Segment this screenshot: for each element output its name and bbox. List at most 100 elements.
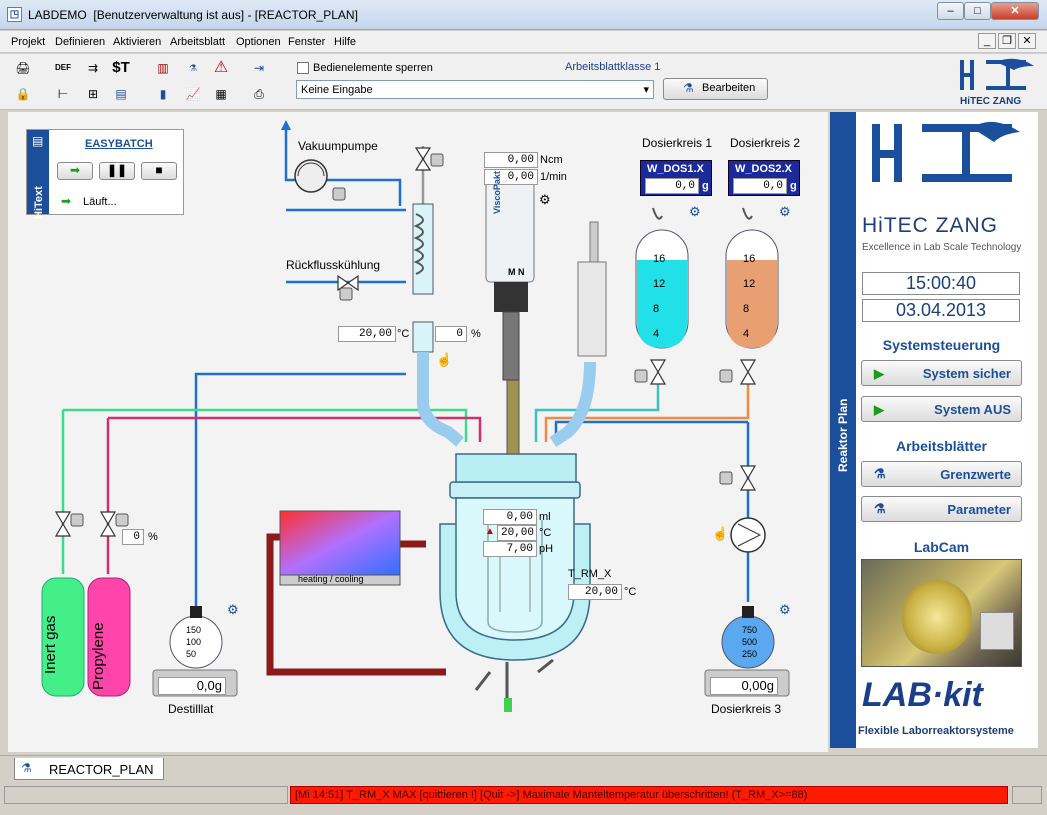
title-bar: ◳ LABDEMO [Benutzerverwaltung ist aus] -… bbox=[0, 0, 1047, 30]
toolbar: 🖨 🔒 DEF ⇉ $T ⊢ ⊞ ▤ ▥ ⚗ ⚠ ▮ 📈 ▦ ⇥ ⎙ Bedie… bbox=[0, 54, 1047, 110]
mdi-minimize-button[interactable]: _ bbox=[978, 33, 996, 49]
dosing-icon[interactable]: ▮ bbox=[159, 87, 167, 101]
warning-icon[interactable]: ⚠ bbox=[213, 59, 229, 76]
recorder-icon[interactable]: ▥ bbox=[157, 61, 169, 75]
vacuum-outlet-arrow bbox=[281, 120, 291, 130]
hitec-logo-small: HiTEC ZANG bbox=[956, 56, 1036, 108]
tab-reactor-plan[interactable]: ⚗ REACTOR_PLAN bbox=[14, 758, 164, 780]
labcam-vessel bbox=[902, 580, 972, 654]
maximize-button[interactable]: □ bbox=[964, 2, 991, 20]
propylene-status-icon bbox=[115, 513, 129, 527]
reflux-cooling-label: Rückflusskühlung bbox=[286, 258, 381, 272]
edit-button[interactable]: Bearbeiten bbox=[663, 78, 768, 100]
system-off-button[interactable]: ▶System AUS bbox=[861, 396, 1022, 422]
hand-icon[interactable]: ☝ bbox=[436, 352, 453, 367]
reactor-flange bbox=[449, 481, 581, 499]
dos2-tag: W_DOS2.X bbox=[735, 163, 792, 175]
heating-cooling-unit bbox=[279, 510, 401, 576]
pause-button[interactable]: ❚❚ bbox=[99, 162, 135, 180]
parameters-button[interactable]: ⚗Parameter bbox=[861, 496, 1022, 522]
dos1-tick: 8 bbox=[653, 303, 660, 315]
minimize-button[interactable]: – bbox=[937, 2, 964, 20]
dos3-valve bbox=[739, 465, 757, 491]
labcam-image[interactable] bbox=[861, 559, 1022, 667]
dos2-unit: g bbox=[790, 180, 797, 192]
dos3-hand-icon[interactable]: ☝ bbox=[712, 526, 729, 541]
inert-valve bbox=[54, 511, 72, 537]
open-project-icon[interactable]: 🖨 bbox=[15, 61, 31, 75]
mdi-close-button[interactable]: ✕ bbox=[1018, 33, 1036, 49]
tab-label: REACTOR_PLAN bbox=[49, 762, 154, 777]
reactor-tab-icon: ⚗ bbox=[21, 761, 32, 775]
propylene-pipe bbox=[108, 416, 482, 442]
volume-field: 0,00 bbox=[483, 509, 537, 525]
menu-arbeitsblatt[interactable]: Arbeitsblatt bbox=[170, 36, 226, 48]
labcam-title: LabCam bbox=[913, 539, 970, 555]
tab-bar: ⚗ REACTOR_PLAN bbox=[0, 755, 1047, 781]
trend-chart-icon[interactable]: 📈 bbox=[185, 87, 201, 101]
dos2-display[interactable]: W_DOS2.X 0,0 g bbox=[728, 160, 800, 196]
dos3-settings-icon[interactable]: ⚙ bbox=[779, 602, 791, 617]
distillate-pipe bbox=[194, 372, 406, 617]
off-run-icon: ▶ bbox=[874, 402, 884, 417]
menu-bar: Projekt Definieren Aktivieren Arbeitsbla… bbox=[0, 31, 1047, 53]
propylene-label: Propylene bbox=[90, 622, 107, 690]
edit-button-icon: ⚗ bbox=[683, 81, 694, 95]
dos2-tick: 12 bbox=[743, 278, 756, 290]
stirrer-settings-icon[interactable]: ⚙ bbox=[539, 192, 551, 207]
tagline: Excellence in Lab Scale Technology bbox=[862, 242, 1022, 253]
script-icon: ▤ bbox=[32, 134, 44, 148]
system-safe-button[interactable]: ▶System sicher bbox=[861, 360, 1022, 386]
easybatch-sidebar bbox=[27, 130, 49, 214]
dos1-display[interactable]: W_DOS1.X 0,0 g bbox=[640, 160, 712, 196]
menu-projekt[interactable]: Projekt bbox=[11, 36, 46, 48]
calculator-icon[interactable]: ▦ bbox=[215, 87, 227, 101]
cooling-valve bbox=[337, 274, 359, 292]
dos2-tick: 4 bbox=[743, 328, 750, 340]
condenser-pct-unit: % bbox=[471, 328, 481, 340]
dos1-settings-icon[interactable]: ⚙ bbox=[689, 204, 701, 219]
condenser-temp-field[interactable]: 20,00 bbox=[338, 326, 396, 342]
printer-icon[interactable]: ⎙ bbox=[254, 87, 264, 101]
menu-fenster[interactable]: Fenster bbox=[288, 36, 326, 48]
stop-button[interactable]: ■ bbox=[141, 162, 177, 180]
reactor-121-icon[interactable]: ⚗ bbox=[188, 63, 198, 73]
dos2-settings-icon[interactable]: ⚙ bbox=[779, 204, 791, 219]
close-button[interactable]: ✕ bbox=[991, 2, 1039, 20]
string-variable-icon[interactable]: $T bbox=[112, 59, 130, 76]
dosing-pump-3 bbox=[730, 517, 766, 553]
mdi-restore-button[interactable]: ❐ bbox=[998, 33, 1016, 49]
alarm-message[interactable]: [Mi 14:51] T_RM_X MAX [quittieren !] [Qu… bbox=[290, 786, 1008, 804]
limits-button[interactable]: ⚗Grenzwerte bbox=[861, 461, 1022, 487]
worksheet-icon[interactable]: ▤ bbox=[115, 87, 127, 101]
define-icon[interactable]: DEF bbox=[55, 63, 71, 72]
dos1-pipe bbox=[534, 374, 660, 442]
menu-optionen[interactable]: Optionen bbox=[236, 36, 281, 48]
status-pane-right bbox=[1012, 786, 1042, 804]
distillate-settings-icon[interactable]: ⚙ bbox=[227, 602, 239, 617]
dos2-pipe bbox=[544, 374, 750, 442]
flowchart-icon[interactable]: ⊢ bbox=[57, 87, 69, 101]
menu-aktivieren[interactable]: Aktivieren bbox=[113, 36, 162, 48]
menu-definieren[interactable]: Definieren bbox=[55, 36, 106, 48]
condenser-pct-field[interactable]: 0 bbox=[435, 326, 467, 342]
gas-pct-field[interactable]: 0 bbox=[122, 529, 144, 545]
export-icon[interactable]: ⇥ bbox=[253, 61, 265, 75]
dos3-tick: 250 bbox=[742, 649, 758, 659]
menu-hilfe[interactable]: Hilfe bbox=[334, 36, 357, 48]
network-icon[interactable]: ⊞ bbox=[87, 87, 99, 101]
date-display: 03.04.2013 bbox=[862, 299, 1020, 322]
lock-icon[interactable]: 🔒 bbox=[15, 87, 31, 101]
heating-cooling-label: heating / cooling bbox=[298, 574, 364, 584]
easybatch-title[interactable]: EASYBATCH bbox=[85, 138, 153, 150]
input-mode-select[interactable]: Keine Eingabe▾ bbox=[296, 80, 654, 99]
propylene-valve bbox=[99, 511, 117, 537]
lock-controls-checkbox[interactable] bbox=[297, 62, 309, 74]
transfer-icon[interactable]: ⇉ bbox=[87, 61, 99, 75]
dos1-tag: W_DOS1.X bbox=[647, 163, 704, 175]
dos3-scale-value: 0,00g bbox=[710, 677, 778, 695]
hitext-label: HiText bbox=[33, 186, 45, 219]
labkit-subtitle: Flexible Laborreaktorsysteme bbox=[858, 725, 1014, 737]
play-button[interactable]: ➡ bbox=[57, 162, 93, 180]
